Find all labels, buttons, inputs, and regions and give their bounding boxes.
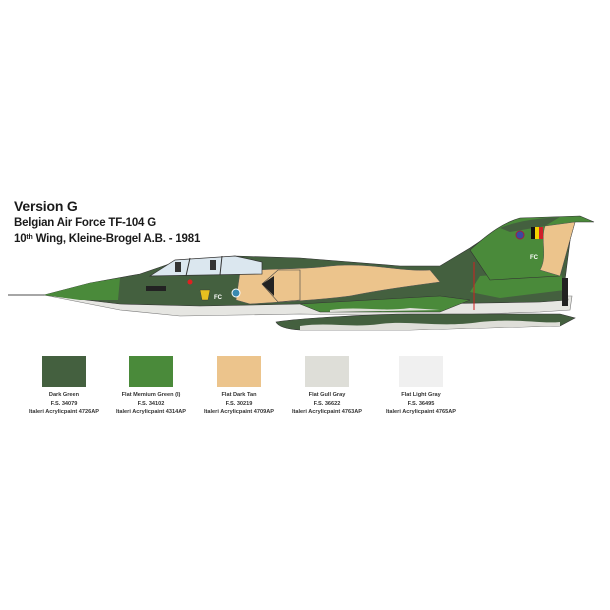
- swatch-chip: [399, 356, 443, 387]
- swatch-name: Flat Light Gray: [401, 392, 441, 398]
- version-title: Version G: [14, 198, 78, 214]
- wing-subtitle: 10th Wing, Kleine-Brogel A.B. - 1981: [14, 233, 201, 245]
- swatch-chip: [305, 356, 349, 387]
- swatch-dark-green: Dark Green F.S. 34079 Italeri Acrylicpai…: [14, 356, 114, 417]
- swatch-paint-code: Italeri Acrylicpaint 4709AP: [203, 409, 275, 415]
- canopy: [148, 255, 263, 277]
- aircraft-profile-illustration: FC FC: [8, 215, 595, 331]
- tail-code: FC: [530, 255, 539, 261]
- swatch-name: Flat Gull Gray: [308, 392, 346, 398]
- swatch-fs-code: F.S. 34102: [137, 400, 165, 407]
- wing-tank-camo: [300, 320, 560, 330]
- fuselage-code: FC: [214, 295, 223, 301]
- swatch-chip: [42, 356, 86, 387]
- nose-camo: [44, 278, 120, 300]
- swatch-fs-code: F.S. 36622: [313, 400, 341, 407]
- wing: [299, 295, 471, 313]
- swatch-paint-code: Italeri Acrylicpaint 4763AP: [291, 409, 363, 415]
- exhaust-nozzle: [562, 278, 568, 306]
- tiger-badge-icon: [199, 289, 211, 301]
- swatch-light-gray: Flat Light Gray F.S. 36495 Italeri Acryl…: [371, 356, 471, 417]
- unit-badge-icon: [515, 230, 525, 240]
- swatch-medium-green: Flat Memium Green (I) F.S. 34102 Italeri…: [101, 356, 201, 417]
- swatch-gull-gray: Flat Gull Gray F.S. 36622 Italeri Acryli…: [277, 356, 377, 417]
- swatch-chip: [217, 356, 261, 387]
- swatch-paint-code: Italeri Acrylicpaint 4314AP: [115, 409, 187, 415]
- swatch-chip: [129, 356, 173, 387]
- swatch-paint-code: Italeri Acrylicpaint 4765AP: [385, 409, 457, 415]
- swatch-fs-code: F.S. 34079: [50, 400, 78, 407]
- belgian-flag-yellow: [535, 227, 539, 239]
- swatch-name: Dark Green: [48, 392, 80, 398]
- swatch-paint-code: Italeri Acrylicpaint 4726AP: [28, 409, 100, 415]
- fin-dark-camo: [500, 217, 560, 232]
- swatch-name: Flat Dark Tan: [221, 392, 257, 398]
- warning-dot: [187, 279, 193, 285]
- air-force-subtitle: Belgian Air Force TF-104 G: [14, 217, 156, 229]
- swatch-fs-code: F.S. 30219: [225, 400, 253, 407]
- swatch-fs-code: F.S. 36495: [407, 400, 435, 407]
- fin-tan-camo: [539, 221, 576, 277]
- belgian-flag-red: [539, 227, 543, 239]
- version-title-block: Version G Belgian Air Force TF-104 G 10t…: [14, 198, 200, 247]
- belgian-flag-black: [531, 227, 535, 239]
- swatch-dark-tan: Flat Dark Tan F.S. 30219 Italeri Acrylic…: [189, 356, 289, 417]
- squadron-badge-icon: [231, 288, 241, 298]
- swatch-name: Flat Memium Green (I): [121, 392, 181, 398]
